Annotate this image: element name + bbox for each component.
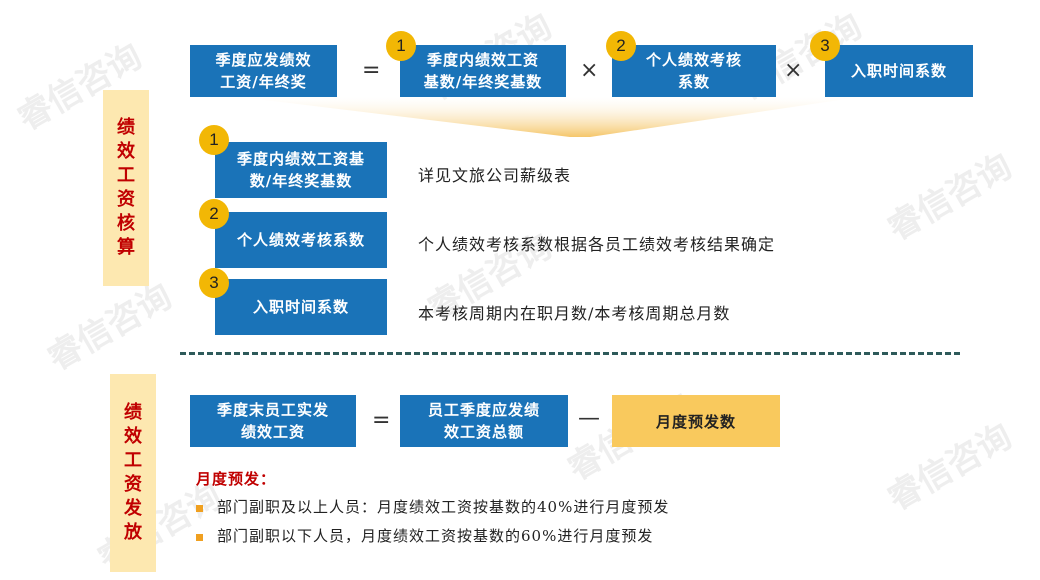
minus-sign: — (578, 406, 600, 431)
formula-factor-label: 个人绩效考核 系数 (645, 51, 742, 91)
watermark: 睿信咨询 (880, 416, 1019, 519)
section-divider (180, 352, 960, 355)
times-sign: × (784, 58, 803, 83)
monthly-advance-box: 月度预发数 (612, 395, 780, 447)
number-badge: 1 (199, 125, 229, 155)
payout-total-box: 员工季度应发绩 效工资总额 (400, 395, 568, 447)
formula-factor-box: 个人绩效考核 系数 (612, 45, 776, 97)
number-badge: 2 (606, 31, 636, 61)
bullet-square-icon (196, 533, 203, 541)
bullet-item: 部门副职以下人员，月度绩效工资按基数的60%进行月度预发 (196, 525, 653, 546)
watermark: 睿信咨询 (880, 146, 1019, 249)
definition-box: 季度内绩效工资基 数/年终奖基数 (215, 142, 387, 198)
number-badge: 3 (810, 31, 840, 61)
formula-factor-box: 入职时间系数 (825, 45, 973, 97)
formula-result-box: 季度应发绩效 工资/年终奖 (190, 45, 337, 97)
side-label-payout: 绩效 工资 发放 (110, 374, 156, 572)
number-badge: 3 (199, 268, 229, 298)
definition-label: 入职时间系数 (252, 298, 349, 316)
definition-box: 个人绩效考核系数 (215, 212, 387, 268)
definition-text: 个人绩效考核系数根据各员工绩效考核结果确定 (418, 235, 776, 254)
payout-result-box: 季度末员工实发 绩效工资 (190, 395, 356, 447)
monthly-advance-label: 月度预发数 (655, 412, 736, 431)
definition-text: 详见文旅公司薪级表 (418, 166, 572, 185)
monthly-advance-subtitle: 月度预发： (196, 470, 277, 488)
formula-factor-label: 季度内绩效工资 基数/年终奖基数 (423, 51, 543, 91)
funnel-arrow (240, 97, 860, 137)
definition-box: 入职时间系数 (215, 279, 387, 335)
equals-sign: = (362, 58, 381, 83)
side-label-calc: 绩效 工资 核算 (103, 90, 149, 286)
payout-result-label: 季度末员工实发 绩效工资 (216, 401, 329, 441)
formula-factor-box: 季度内绩效工资 基数/年终奖基数 (400, 45, 566, 97)
times-sign: × (580, 58, 599, 83)
definition-label: 季度内绩效工资基 数/年终奖基数 (236, 150, 365, 190)
equals-sign: = (372, 408, 391, 433)
number-badge: 2 (199, 199, 229, 229)
payout-total-label: 员工季度应发绩 效工资总额 (427, 401, 540, 441)
formula-result-label: 季度应发绩效 工资/年终奖 (215, 51, 312, 91)
bullet-item: 部门副职及以上人员：月度绩效工资按基数的40%进行月度预发 (196, 496, 669, 517)
formula-factor-label: 入职时间系数 (850, 62, 947, 80)
bullet-square-icon (196, 504, 203, 512)
definition-label: 个人绩效考核系数 (236, 231, 365, 249)
number-badge: 1 (386, 31, 416, 61)
definition-text: 本考核周期内在职月数/本考核周期总月数 (418, 304, 731, 323)
